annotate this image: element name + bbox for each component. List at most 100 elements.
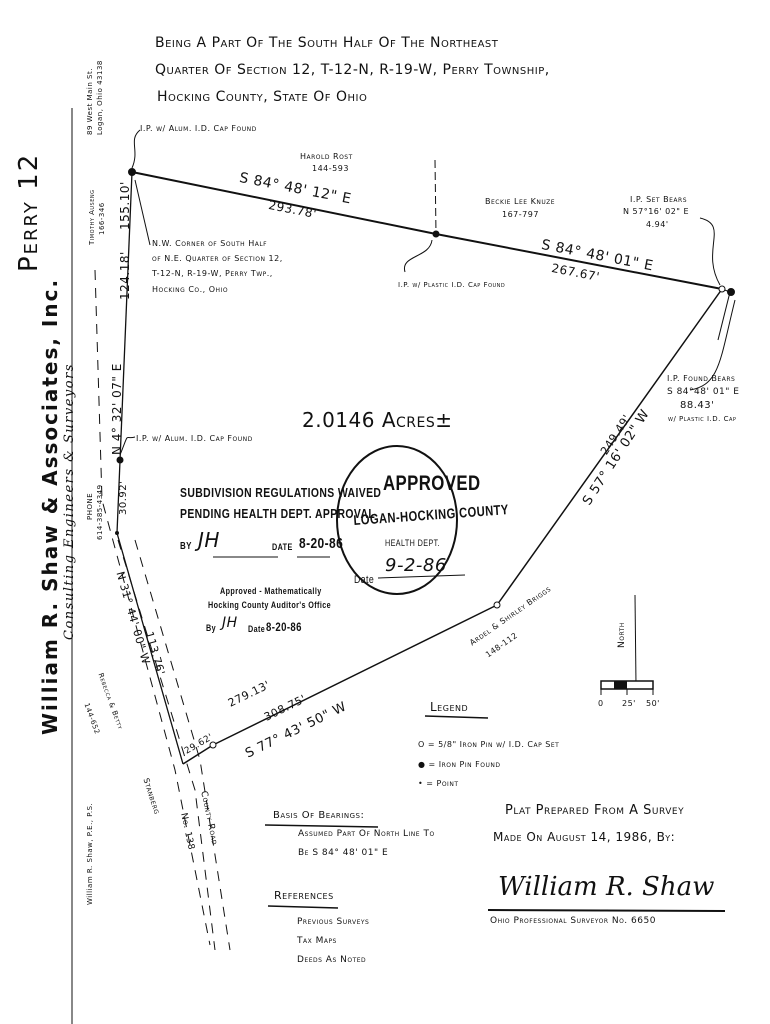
boundary-west-2 <box>116 532 184 765</box>
firm-tagline: Consulting Engineers & Surveyors <box>62 363 77 640</box>
iron-pin-found-mid <box>432 230 440 238</box>
stamp-approved-date-label: Date <box>354 574 375 586</box>
firm-address-2: Logan, Ohio 43138 <box>96 60 104 135</box>
ne-found-line-3: 88.43' <box>680 400 715 411</box>
boundary-east <box>496 288 723 606</box>
stamp-auditor-date: 8-20-86 <box>266 620 302 634</box>
boundary-west-1 <box>116 171 133 534</box>
margin-note: Perry 12 <box>14 152 44 272</box>
stamp-auditor-date-label: Date <box>248 624 266 634</box>
leader-mid-pin <box>404 239 433 273</box>
stamp-auditor-2: Hocking County Auditor's Office <box>208 600 332 610</box>
point-west <box>115 531 119 535</box>
basis-line-1: Assumed Part Of North Line To <box>298 829 435 839</box>
iron-pin-found-nw <box>128 168 136 176</box>
reference-item-1: Previous Surveys <box>297 917 370 927</box>
stamp-auditor-by: By <box>206 623 217 633</box>
nw-corner-line-1: N.W. Corner of South Half <box>152 239 268 248</box>
road-line-1 <box>94 269 211 946</box>
stamp-auditor-1: Approved - Mathematically <box>220 586 322 596</box>
legend-item-point: • = Point <box>418 779 459 788</box>
iron-pin-set-se <box>493 601 501 609</box>
surveyor-signature-line <box>487 909 726 912</box>
scale-label-50: 50' <box>646 699 660 708</box>
road-line-2 <box>117 539 216 951</box>
ne-found-line-1: I.P. Found Bears <box>667 374 736 383</box>
ne-set-line-1: I.P. Set Bears <box>630 195 688 204</box>
ne-found-line-4: w/ Plastic I.D. Cap <box>668 415 737 423</box>
firm-principal: William R. Shaw, P.E., P.S. <box>86 802 94 905</box>
scale-label-0: 0 <box>598 699 604 708</box>
stamp-by-label: BY <box>180 541 192 552</box>
north-arrow-label: North <box>617 622 627 648</box>
stamp-approved-date: 9-2-86 <box>385 555 447 576</box>
leader-ne-set <box>699 217 721 286</box>
title-line-3: Hocking County, State Of Ohio <box>157 89 368 105</box>
callout-mid-pin: I.P. w/ Plastic I.D. Cap Found <box>398 281 506 289</box>
firm-phone: 614-385-4349 <box>96 484 104 540</box>
stamp-date-value: 8-20-86 <box>299 535 344 552</box>
stamp-approved: APPROVED <box>383 472 481 495</box>
adjoiner-west-1-ref: 166-346 <box>98 202 106 235</box>
nw-corner-line-3: T-12-N, R-19-W, Perry Twp., <box>152 269 273 278</box>
firm-name: William R. Shaw & Associates, Inc. <box>38 277 62 735</box>
basis-title: Basis Of Bearings: <box>273 810 365 821</box>
area-label: 2.0146 Acres± <box>302 408 453 432</box>
course-west-1-distance-c: 30.92' <box>118 480 129 515</box>
ne-set-line-2: N 57°16' 02" E <box>623 207 690 216</box>
scale-label-25: 25' <box>622 699 636 708</box>
leader-west-pin <box>119 436 136 456</box>
firm-address-1: 89 West Main St. <box>86 68 94 135</box>
approved-stamp-border <box>336 445 458 595</box>
stamp-subdivision-1: SUBDIVISION REGULATIONS WAIVED <box>180 485 382 500</box>
nw-corner-line-4: Hocking Co., Ohio <box>152 285 229 294</box>
iron-pin-found-west <box>116 456 124 464</box>
boundary-north-2 <box>435 233 723 290</box>
north-arrow <box>634 594 637 686</box>
iron-pin-found-ne <box>727 288 735 296</box>
leader-ne-found <box>717 291 731 341</box>
ne-found-line-2: S 84°48' 01" E <box>667 387 740 397</box>
stamp-by-initials: JH <box>198 528 220 552</box>
iron-pin-set-sw <box>209 741 217 749</box>
adjoiner-north-1-ref: 144-593 <box>312 164 349 173</box>
stamp-subdivision-2: PENDING HEALTH DEPT. APPROVAL <box>180 506 376 521</box>
adjoiner-north-1-name: Harold Rost <box>300 152 353 161</box>
legend-title: Legend <box>430 700 469 714</box>
iron-pin-set-ne <box>718 285 726 293</box>
basis-line-2: Be S 84° 48' 01" E <box>298 848 389 858</box>
adjoiner-west-1-name: Timothy Auseng <box>88 189 96 246</box>
adjoiner-north-2-name: Beckie Lee Knuze <box>485 197 556 206</box>
course-west-1-bearing: N 4° 32' 07" E <box>110 363 124 455</box>
references-title: References <box>274 889 334 902</box>
title-line-1: Being A Part Of The South Half Of The No… <box>155 35 499 51</box>
leader-ne-found2 <box>689 299 736 391</box>
legend-item-pin-set: O = 5/8" Iron Pin w/ I.D. Cap Set <box>418 740 560 749</box>
leader-nw-corner <box>134 179 151 246</box>
reference-item-2: Tax Maps <box>297 936 337 946</box>
certification-line-1: Plat Prepared From A Survey <box>505 803 685 818</box>
legend-underline <box>424 715 489 719</box>
certification-line-2: Made On August 14, 1986, By: <box>493 830 676 844</box>
road-line-3 <box>134 539 231 951</box>
adjoiner-divider <box>434 159 437 235</box>
nw-corner-line-2: of N.E. Quarter of Section 12, <box>152 254 283 263</box>
boundary-south <box>212 604 498 746</box>
firm-phone-label: PHONE <box>86 492 94 520</box>
title-line-2: Quarter Of Section 12, T-12-N, R-19-W, P… <box>155 62 550 78</box>
stamp-auditor-initials: JH <box>222 615 238 631</box>
ne-set-line-3: 4.94' <box>646 220 669 229</box>
references-underline <box>267 905 339 909</box>
course-west-1-distance-a: 155.10' <box>118 181 132 230</box>
boundary-north-1 <box>131 171 437 235</box>
legend-item-pin-found: ● = Iron Pin Found <box>418 760 501 769</box>
basis-underline <box>264 824 379 828</box>
reference-item-3: Deeds As Noted <box>297 955 367 965</box>
callout-nw-pin: I.P. w/ Alum. I.D. Cap Found <box>140 124 257 133</box>
course-west-1-distance-b: 124.18' <box>118 251 132 300</box>
surveyor-title: Ohio Professional Surveyor No. 6650 <box>490 916 656 926</box>
surveyor-signature: William R. Shaw <box>498 872 715 902</box>
leader-nw-pin <box>131 129 141 169</box>
